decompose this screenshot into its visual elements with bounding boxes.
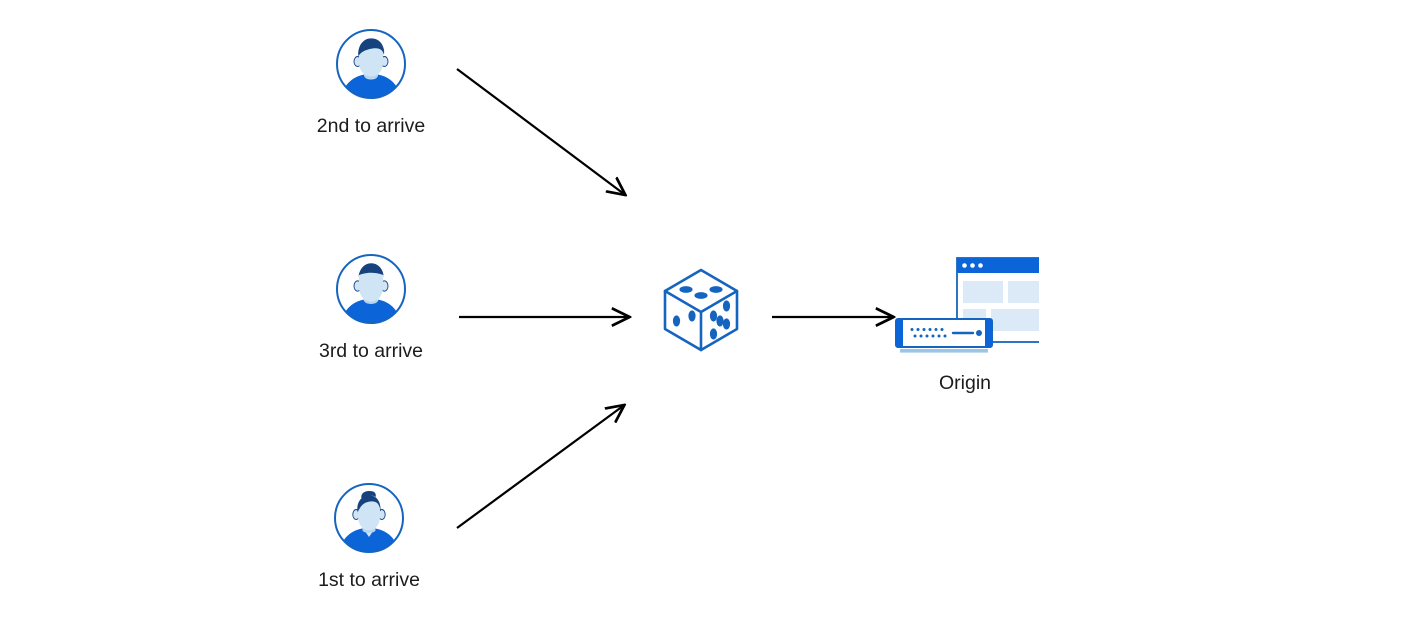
arrow-bottom-to-dice [456,406,623,529]
client-label-middle: 3rd to arrive [318,340,424,362]
user-avatar-icon [334,252,408,326]
origin-server-icon [891,255,1054,359]
client-node-middle[interactable]: 3rd to arrive [301,252,441,363]
client-label-top: 2nd to arrive [316,115,426,137]
user-avatar-icon [334,27,408,101]
server-device-icon [895,318,993,353]
dice-icon [658,264,744,356]
user-avatar-icon [332,481,406,555]
randomizer-node[interactable] [658,264,744,356]
origin-label: Origin [938,372,992,394]
arrow-top-to-dice [456,68,624,194]
client-node-bottom[interactable]: 1st to arrive [299,481,439,592]
client-label-bottom: 1st to arrive [318,569,420,591]
client-node-top[interactable]: 2nd to arrive [301,27,441,138]
origin-node[interactable]: Origin [865,255,1065,395]
